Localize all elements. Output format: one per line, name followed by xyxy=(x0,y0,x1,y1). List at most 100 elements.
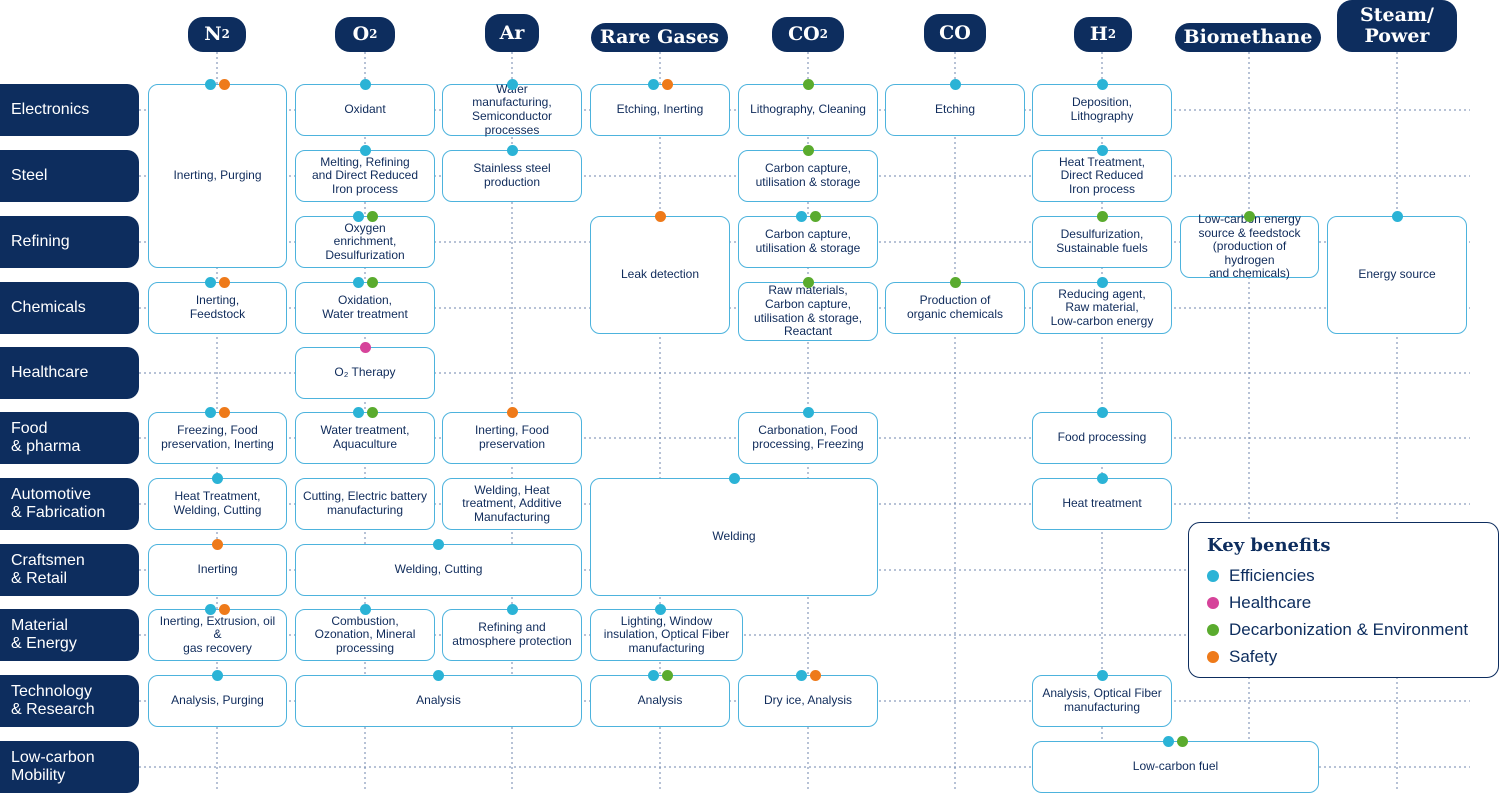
application-cell-ar-steel: Stainless steel production xyxy=(442,150,582,202)
application-cell-co2-tech: Dry ice, Analysis xyxy=(738,675,878,727)
application-cell-rare-refining: Leak detection xyxy=(590,216,730,334)
column-header-subscript: 2 xyxy=(221,27,230,41)
application-cell-h2-auto: Heat treatment xyxy=(1032,478,1172,530)
application-cell-text: Analysis, Purging xyxy=(171,693,264,708)
benefit-dot-decarbonization xyxy=(1243,210,1255,222)
application-cell-o2-chemicals: Oxidation, Water treatment xyxy=(295,282,435,334)
row-label-tech: Technology & Research xyxy=(0,675,139,727)
application-cell-o2-steel: Melting, Refining and Direct Reduced Iro… xyxy=(295,150,435,202)
application-cell-ar-auto: Welding, Heat treatment, Additive Manufa… xyxy=(442,478,582,530)
column-header-subscript: 2 xyxy=(369,27,378,41)
application-cell-text: Production of organic chemicals xyxy=(906,293,1004,321)
row-label-food: Food & pharma xyxy=(0,412,139,464)
application-cell-text: Etching, Inerting xyxy=(616,102,704,117)
legend-title: Key benefits xyxy=(1207,535,1331,556)
application-cell-h2-refining: Desulfurization, Sustainable fuels xyxy=(1032,216,1172,268)
application-cell-text: Cutting, Electric battery manufacturing xyxy=(302,489,428,517)
row-label-steel: Steel xyxy=(0,150,139,202)
benefit-dot-decarbonization xyxy=(809,210,821,222)
benefit-dot-efficiencies xyxy=(433,538,444,550)
column-header-label: Ar xyxy=(499,21,525,44)
application-cell-text: Welding xyxy=(712,529,756,544)
application-cell-n2-electronics: Inerting, Purging xyxy=(148,84,287,268)
benefit-dot-efficiencies xyxy=(506,144,518,156)
application-cell-text: Inerting, Extrusion, oil & gas recovery xyxy=(159,613,276,655)
column-header-label: CO xyxy=(788,23,820,45)
benefit-dot-healthcare xyxy=(359,341,371,353)
column-header-steam: Steam/ Power xyxy=(1337,0,1457,52)
application-cell-rare-material: Lighting, Window insulation, Optical Fib… xyxy=(590,609,743,661)
application-cell-h2-food: Food processing xyxy=(1032,412,1172,464)
application-cell-text: Water treatment, Aquaculture xyxy=(320,423,410,451)
application-cell-text: Welding, Cutting xyxy=(394,562,483,577)
benefit-dot-efficiencies xyxy=(359,603,371,615)
benefit-dot-efficiencies xyxy=(1096,472,1108,484)
benefit-dot-safety xyxy=(218,406,230,418)
benefit-dot-safety xyxy=(506,406,518,418)
benefit-dot-efficiencies xyxy=(204,603,216,615)
column-header-label: Rare Gases xyxy=(599,26,720,48)
application-cell-ar-material: Refining and atmosphere protection xyxy=(442,609,582,661)
application-cell-text: Food processing xyxy=(1057,430,1147,445)
benefit-dot-efficiencies xyxy=(352,406,364,418)
row-label-chemicals: Chemicals xyxy=(0,282,139,334)
application-cell-text: Oxidant xyxy=(344,102,386,117)
benefit-dot-decarbonization xyxy=(1177,735,1188,747)
legend-dot-healthcare xyxy=(1207,596,1219,609)
benefit-dot-efficiencies xyxy=(647,78,659,90)
application-cell-text: Deposition, Lithography xyxy=(1070,95,1134,123)
application-cell-co-chemicals: Production of organic chemicals xyxy=(885,282,1025,334)
application-cell-text: Refining and atmosphere protection xyxy=(452,620,572,648)
benefit-dot-efficiencies xyxy=(1096,144,1108,156)
row-label-refining: Refining xyxy=(0,216,139,268)
legend-dot-safety xyxy=(1207,650,1219,663)
application-cell-text: Welding, Heat treatment, Additive Manufa… xyxy=(462,482,562,524)
benefit-dot-efficiencies xyxy=(352,276,364,288)
benefit-dot-efficiencies xyxy=(506,603,518,615)
column-header-label: Steam/ Power xyxy=(1360,4,1434,47)
benefit-dot-efficiencies xyxy=(211,669,223,681)
legend-item-efficiencies: Efficiencies xyxy=(1207,562,1480,589)
application-cell-text: Oxygen enrichment, Desulfurization xyxy=(325,220,405,262)
legend-item-decarbonization: Decarbonization & Environment xyxy=(1207,616,1480,643)
application-cell-text: Reducing agent, Raw material, Low-carbon… xyxy=(1050,286,1154,328)
application-cell-text: Heat Treatment, Direct Reduced Iron proc… xyxy=(1058,154,1146,196)
application-cell-text: Raw materials, Carbon capture, utilisati… xyxy=(753,283,863,339)
application-cell-n2-material: Inerting, Extrusion, oil & gas recovery xyxy=(148,609,287,661)
benefit-dot-efficiencies xyxy=(506,78,518,90)
application-cell-n2-chemicals: Inerting, Feedstock xyxy=(148,282,287,334)
application-cell-text: Inerting, Feedstock xyxy=(189,293,246,321)
application-cell-o2-material: Combustion, Ozonation, Mineral processin… xyxy=(295,609,435,661)
column-header-co: CO xyxy=(924,14,986,52)
benefit-dot-efficiencies xyxy=(359,78,371,90)
application-cell-text: Inerting, Food preservation xyxy=(474,423,550,451)
benefit-dot-efficiencies xyxy=(211,472,223,484)
column-header-rare: Rare Gases xyxy=(591,23,728,52)
legend-label: Safety xyxy=(1229,646,1278,666)
application-cell-o2-healthcare: O₂ Therapy xyxy=(295,347,435,399)
application-cell-text: Oxidation, Water treatment xyxy=(322,293,408,321)
application-cell-o2-tech: Analysis xyxy=(295,675,582,727)
benefit-dot-efficiencies xyxy=(1163,735,1174,747)
benefit-dot-decarbonization xyxy=(661,669,673,681)
application-cell-text: Carbonation, Food processing, Freezing xyxy=(752,423,864,451)
application-cell-n2-food: Freezing, Food preservation, Inerting xyxy=(148,412,287,464)
benefit-dot-efficiencies xyxy=(949,78,961,90)
benefit-dot-decarbonization xyxy=(949,276,961,288)
column-header-subscript: 2 xyxy=(1107,27,1117,41)
application-cell-text: Etching xyxy=(934,102,976,117)
column-header-bio: Biomethane xyxy=(1175,23,1321,52)
application-cell-text: Lithography, Cleaning xyxy=(750,102,866,117)
row-label-crafts: Craftsmen & Retail xyxy=(0,544,139,596)
benefit-dot-decarbonization xyxy=(802,276,814,288)
application-cell-rare-tech: Analysis xyxy=(590,675,730,727)
benefit-dot-efficiencies xyxy=(1096,276,1108,288)
application-cell-text: Freezing, Food preservation, Inerting xyxy=(161,423,274,451)
application-cell-co2-steel: Carbon capture, utilisation & storage xyxy=(738,150,878,202)
application-cell-text: Analysis, Optical Fiber manufacturing xyxy=(1042,686,1162,714)
row-label-auto: Automotive & Fabrication xyxy=(0,478,139,530)
